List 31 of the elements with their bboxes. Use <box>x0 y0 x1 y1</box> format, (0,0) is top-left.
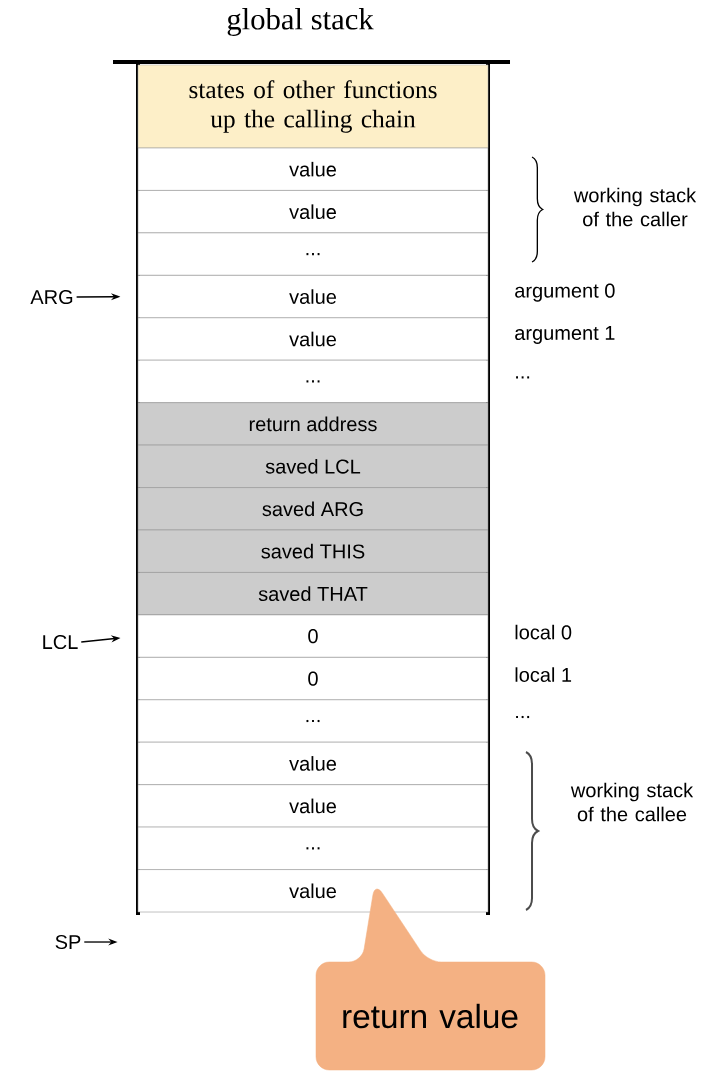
stack-cell: saved LCL <box>137 444 489 488</box>
stack-cell: ... <box>137 826 489 870</box>
pointer-label: SP <box>55 934 81 950</box>
side-label: ... <box>516 376 530 379</box>
stack-cell: return address <box>137 402 489 446</box>
side-label: argument 1 <box>515 326 615 344</box>
stack-cell: value <box>137 741 489 785</box>
side-label: ... <box>516 715 530 719</box>
stack-cell: ... <box>137 699 489 743</box>
stack-cell: value <box>137 275 489 319</box>
stack-cell: 0 <box>137 614 489 658</box>
bracket-label: working stack of the caller <box>573 187 697 227</box>
stack-cell: 0 <box>137 657 489 701</box>
stack-cell: states of other functions up the calling chain <box>137 64 489 149</box>
title: global stack <box>227 8 374 36</box>
stack-cell: saved THIS <box>137 529 489 573</box>
stack-cell: saved THAT <box>137 572 489 616</box>
stack-cell: value <box>137 190 489 234</box>
stack-cell: ... <box>137 359 489 403</box>
stack-cell: value <box>137 784 489 828</box>
stack-cell: ... <box>137 232 489 276</box>
stack-cell: value <box>137 147 489 191</box>
stack-cell: saved ARG <box>137 487 489 531</box>
pointer-label: ARG <box>30 289 73 305</box>
side-label: local 1 <box>515 667 572 682</box>
side-label: local 0 <box>515 624 572 640</box>
bracket-label: working stack of the callee <box>570 782 694 822</box>
pointer-label: LCL <box>43 634 78 650</box>
stack-cell: value <box>137 869 489 913</box>
side-label: argument 0 <box>515 283 615 302</box>
stack-cell: value <box>137 317 489 361</box>
